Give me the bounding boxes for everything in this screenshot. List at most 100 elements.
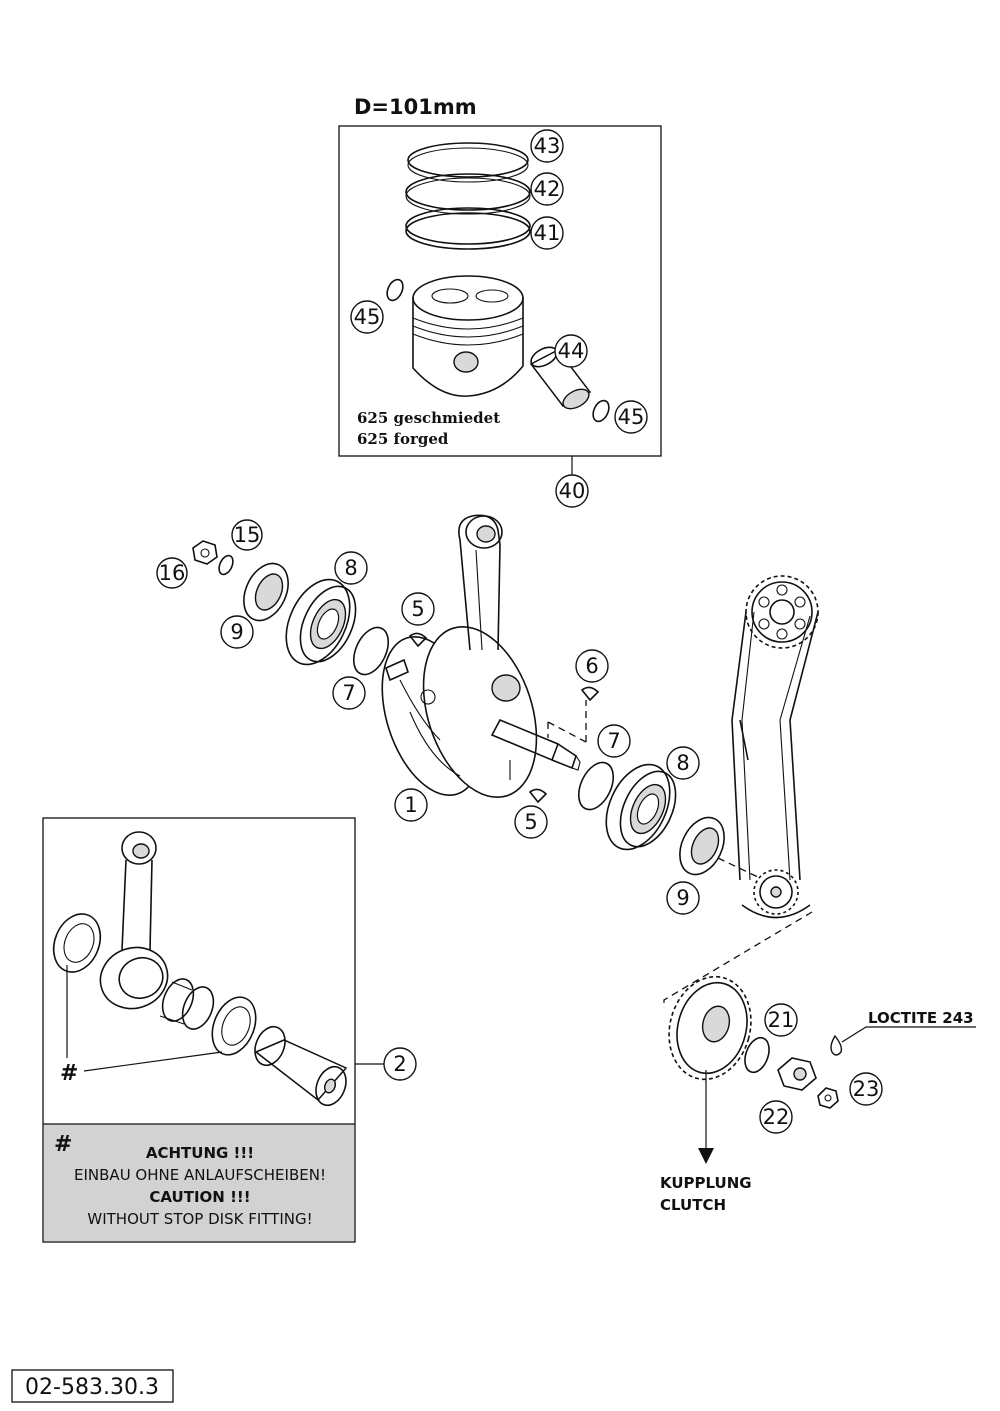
caution-panel bbox=[44, 1124, 354, 1241]
piston bbox=[412, 275, 524, 397]
callout-7-left[interactable]: 7 bbox=[332, 676, 366, 710]
callout-6[interactable]: 6 bbox=[575, 649, 609, 683]
conrod-kit-box bbox=[42, 817, 356, 1243]
clutch-label: CLUTCH bbox=[660, 1196, 726, 1214]
shaft-seal-left bbox=[243, 562, 289, 622]
svg-text:16: 16 bbox=[159, 561, 186, 585]
callout-1[interactable]: 1 bbox=[394, 788, 428, 822]
einbau-text: EINBAU OHNE ANLAUFSCHEIBEN! bbox=[74, 1166, 326, 1184]
svg-text:9: 9 bbox=[676, 886, 689, 910]
piston-note-de: 625 geschmiedet bbox=[357, 409, 500, 427]
needle-bearing bbox=[159, 978, 215, 1030]
achtung-text: ACHTUNG !!! bbox=[146, 1144, 254, 1162]
svg-text:5: 5 bbox=[411, 597, 424, 621]
callout-40[interactable]: 40 bbox=[555, 474, 589, 508]
callout-5-top[interactable]: 5 bbox=[401, 592, 435, 626]
callout-9-right[interactable]: 9 bbox=[666, 881, 700, 915]
callout-2[interactable]: 2 bbox=[383, 1047, 417, 1081]
callout-15[interactable]: 15 bbox=[231, 519, 263, 551]
loctite-leader bbox=[841, 1026, 976, 1043]
svg-text:8: 8 bbox=[676, 751, 689, 775]
main-bearing-right bbox=[605, 763, 677, 851]
primary-gear bbox=[668, 975, 752, 1081]
svg-text:43: 43 bbox=[534, 134, 561, 158]
shim-left bbox=[352, 626, 390, 676]
piston-ring-42 bbox=[405, 173, 531, 215]
callout-21[interactable]: 21 bbox=[764, 1003, 798, 1037]
woodruff-key-6 bbox=[580, 686, 600, 702]
drawing-number: 02-583.30.3 bbox=[25, 1375, 159, 1400]
svg-text:9: 9 bbox=[230, 620, 243, 644]
svg-text:45: 45 bbox=[354, 305, 381, 329]
svg-text:7: 7 bbox=[607, 729, 620, 753]
clutch-arrow-head bbox=[698, 1148, 714, 1164]
main-bearing-left bbox=[285, 578, 357, 666]
washer-15 bbox=[218, 554, 234, 576]
svg-text:22: 22 bbox=[763, 1105, 790, 1129]
svg-text:7: 7 bbox=[342, 681, 355, 705]
svg-text:6: 6 bbox=[585, 654, 598, 678]
nut-23 bbox=[817, 1087, 839, 1109]
diameter-title: D=101mm bbox=[354, 95, 477, 119]
callout-41[interactable]: 41 bbox=[530, 216, 564, 250]
loctite-label: LOCTITE 243 bbox=[868, 1009, 974, 1027]
without-text: WITHOUT STOP DISK FITTING! bbox=[87, 1210, 312, 1228]
crank-pin bbox=[254, 1025, 348, 1107]
caution-text: CAUTION !!! bbox=[149, 1188, 250, 1206]
hash-leader-right bbox=[83, 1051, 223, 1072]
svg-text:5: 5 bbox=[524, 810, 537, 834]
woodruff-key-bottom bbox=[528, 788, 548, 804]
callout-44[interactable]: 44 bbox=[554, 334, 588, 368]
callout-8-right[interactable]: 8 bbox=[666, 746, 700, 780]
callout-9-left[interactable]: 9 bbox=[220, 615, 254, 649]
svg-text:23: 23 bbox=[853, 1077, 880, 1101]
svg-text:44: 44 bbox=[558, 339, 585, 363]
chain-alignment-dashes bbox=[717, 857, 761, 879]
callout-45-right[interactable]: 45 bbox=[614, 400, 648, 434]
crankshaft bbox=[381, 514, 581, 799]
nut-22 bbox=[777, 1057, 817, 1091]
shaft-seal-right bbox=[679, 816, 725, 876]
svg-text:2: 2 bbox=[393, 1052, 406, 1076]
callout-22[interactable]: 22 bbox=[759, 1100, 793, 1134]
callout-7-right[interactable]: 7 bbox=[597, 724, 631, 758]
key-position-dashes bbox=[547, 700, 587, 743]
woodruff-key-top bbox=[408, 632, 428, 648]
loctite-drop-icon bbox=[830, 1034, 843, 1056]
circlip-left bbox=[386, 278, 404, 302]
caution-hash: # bbox=[54, 1132, 72, 1157]
svg-text:21: 21 bbox=[768, 1008, 795, 1032]
svg-text:45: 45 bbox=[618, 405, 645, 429]
connecting-rod bbox=[99, 831, 169, 1010]
timing-chain bbox=[731, 575, 819, 919]
washer-21 bbox=[744, 1036, 770, 1074]
piston-note-en: 625 forged bbox=[357, 430, 449, 448]
callout-23[interactable]: 23 bbox=[849, 1072, 883, 1106]
drawing-number-box bbox=[11, 1369, 174, 1403]
hash-marker: # bbox=[60, 1061, 78, 1086]
piston-kit-box bbox=[338, 125, 662, 457]
svg-text:15: 15 bbox=[234, 523, 261, 547]
svg-text:1: 1 bbox=[404, 793, 417, 817]
callout-42[interactable]: 42 bbox=[530, 172, 564, 206]
callout-16[interactable]: 16 bbox=[156, 557, 188, 589]
piston-ring-41 bbox=[405, 207, 531, 250]
shim-right bbox=[577, 761, 615, 811]
piston-ring-43 bbox=[407, 142, 529, 183]
kupplung-label: KUPPLUNG bbox=[660, 1174, 752, 1192]
circlip-right bbox=[592, 399, 610, 423]
svg-text:41: 41 bbox=[534, 221, 561, 245]
gear-alignment-dashes bbox=[663, 911, 813, 1008]
stop-disk-right bbox=[211, 996, 257, 1056]
callout-5-bottom[interactable]: 5 bbox=[514, 805, 548, 839]
svg-text:8: 8 bbox=[344, 556, 357, 580]
stop-disk-left bbox=[52, 913, 102, 973]
svg-text:42: 42 bbox=[534, 177, 561, 201]
callout-43[interactable]: 43 bbox=[530, 129, 564, 163]
callout-8-left[interactable]: 8 bbox=[334, 551, 368, 585]
nut-16 bbox=[192, 540, 218, 565]
callout-45-left[interactable]: 45 bbox=[350, 300, 384, 334]
piston-pin bbox=[529, 346, 592, 410]
svg-text:40: 40 bbox=[559, 479, 586, 503]
